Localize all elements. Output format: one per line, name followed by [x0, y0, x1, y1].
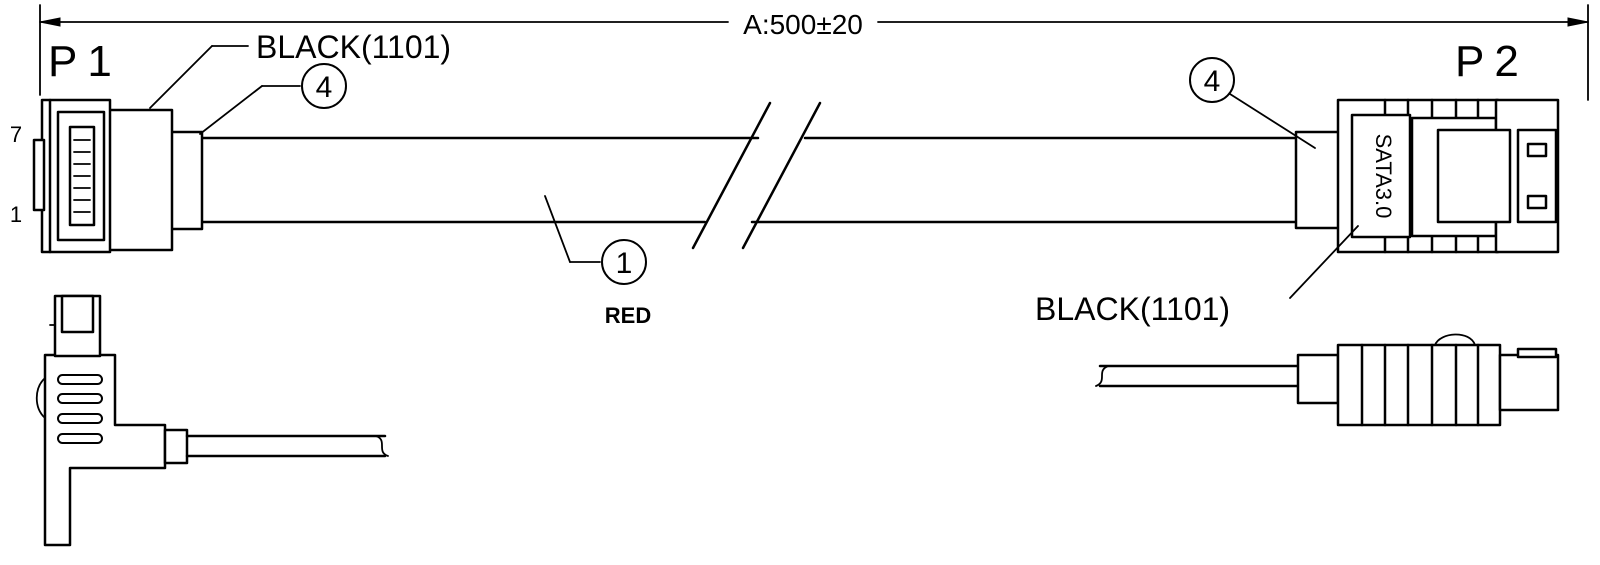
overall-dimension: A:500±20: [39, 4, 1589, 101]
jacket-p2-label: BLACK(1101): [1035, 291, 1230, 327]
callout-jacket-p1: BLACK(1101): [149, 29, 451, 109]
p1-side-view: [35, 294, 389, 547]
p2-label: P2: [1455, 37, 1529, 86]
callout-jacket-p2: BLACK(1101): [1035, 225, 1359, 327]
sata-marking: SATA3.0: [1371, 134, 1396, 219]
wire-color-label: RED: [605, 303, 651, 328]
item-4-p1-number: 4: [316, 71, 333, 104]
p1-connector: 7 1: [10, 98, 204, 254]
pin-1-label: 1: [10, 202, 22, 227]
p1-side-slots: [57, 374, 103, 444]
item-4-p2-number: 4: [1204, 65, 1221, 98]
callout-item-4-p2: 4: [1189, 57, 1316, 149]
callout-item-1: 1 RED: [544, 195, 651, 328]
flat-cable: [198, 101, 1324, 250]
p2-side-view: [1095, 333, 1560, 427]
p1-pin-lines: [73, 139, 91, 213]
pin-7-label: 7: [10, 122, 22, 147]
p2-connector: SATA3.0: [1294, 98, 1560, 254]
p2-side-ridges: [1360, 343, 1480, 427]
callout-item-4-p1: 4: [199, 63, 347, 135]
length-dimension-label: A:500±20: [743, 9, 863, 40]
item-1-number: 1: [616, 247, 633, 280]
p1-label: P1: [48, 37, 122, 86]
jacket-p1-label: BLACK(1101): [256, 29, 451, 65]
